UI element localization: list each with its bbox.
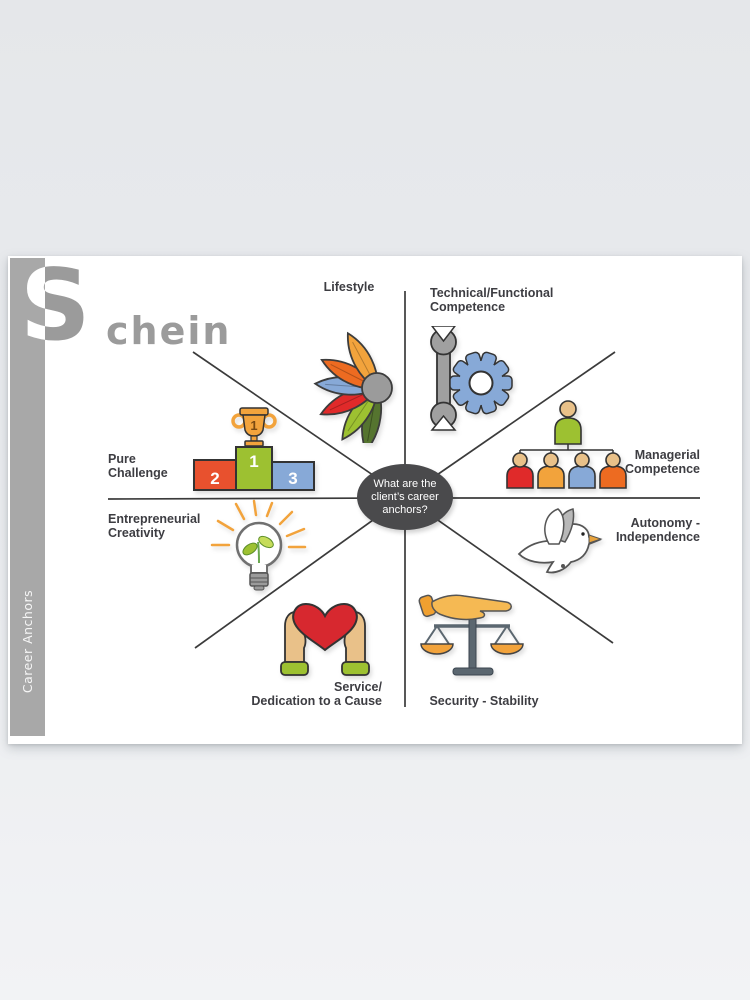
anchor-label-entrepreneurial: Entrepreneurial Creativity — [108, 512, 201, 540]
podium-first-number: 1 — [249, 452, 258, 471]
feather-fan-icon — [313, 331, 393, 443]
podium-second-number: 2 — [210, 469, 219, 488]
wrench-gear-icon — [430, 326, 513, 431]
brand-initial-gray: S — [20, 249, 91, 363]
brand-initial: S S — [20, 256, 130, 360]
lightbulb-sprout-icon — [210, 499, 307, 591]
winners-podium-icon: 1 2 1 3 — [193, 407, 315, 491]
anchor-label-technical: Technical/Functional Competence — [430, 286, 554, 314]
podium-third-number: 3 — [288, 469, 297, 488]
question-line-2: client’s career — [371, 490, 439, 503]
career-anchors-poster: S S chein Career Anchors What are the cl… — [8, 256, 742, 744]
question-line-1: What are the — [373, 477, 437, 490]
anchor-label-lifestyle: Lifestyle — [323, 280, 375, 294]
anchor-label-managerial: Managerial Competence — [624, 448, 700, 476]
anchor-label-autonomy: Autonomy - Independence — [615, 516, 700, 544]
anchor-label-security: Security - Stability — [429, 694, 539, 708]
dove-icon — [517, 508, 603, 574]
anchor-label-pure-challenge: Pure Challenge — [108, 452, 168, 480]
central-question-ellipse: What are the client’s career anchors? — [357, 464, 453, 530]
brand-side-bar — [10, 258, 45, 736]
question-line-3: anchors? — [382, 503, 428, 516]
org-chart-icon — [506, 400, 627, 489]
hands-heart-icon — [280, 602, 370, 676]
anchor-label-service: Service/ Dedication to a Cause — [251, 680, 382, 708]
hand-scales-icon — [418, 594, 524, 676]
trophy-rank-number: 1 — [250, 418, 257, 433]
spoke-lines — [107, 291, 700, 707]
brand-name: chein — [106, 309, 232, 353]
